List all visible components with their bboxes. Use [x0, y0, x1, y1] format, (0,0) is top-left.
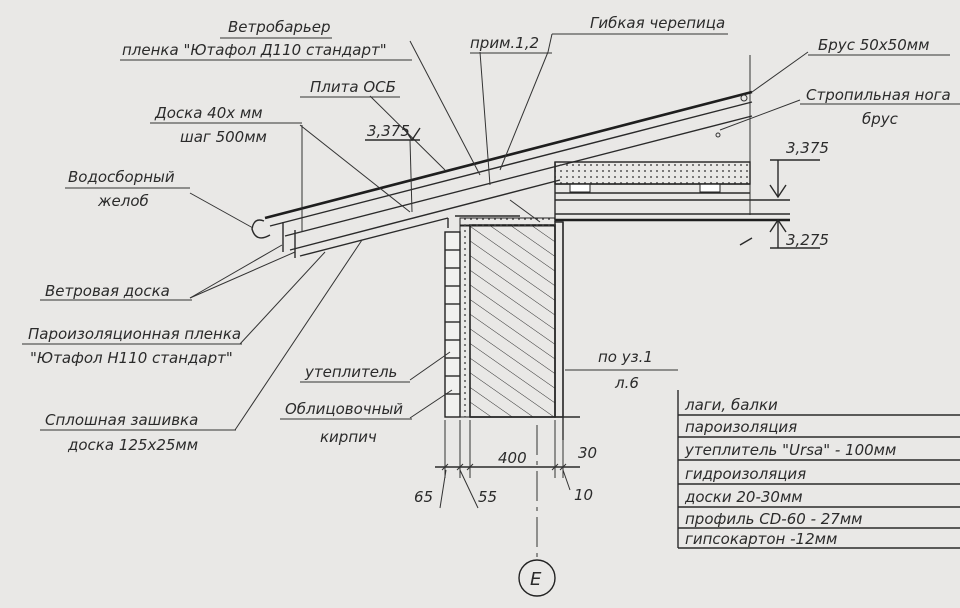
label-sheathing-1: Сплошная зашивка [45, 411, 198, 429]
dimension-30: 30 [578, 444, 597, 462]
ceiling-assembly [554, 161, 790, 246]
floor-layer-2: пароизоляция [685, 418, 797, 436]
label-ref-1: по уз.1 [598, 348, 653, 366]
elevation-markers [365, 127, 820, 249]
elevation-ceiling-top: 3,375 [786, 139, 829, 157]
leader-lines [189, 40, 809, 431]
label-shingles: Гибкая черепица [590, 14, 725, 32]
label-gutter-1: Водосборный [68, 168, 175, 186]
label-ref-2: л.6 [614, 374, 639, 392]
floor-layer-6: профиль CD-60 - 27мм [685, 510, 862, 528]
label-windbarrier-1: Ветробарьер [228, 18, 331, 36]
dimension-10: 10 [574, 486, 593, 504]
label-rafter-1: Стропильная нога [806, 86, 951, 104]
axis-label: Е [530, 569, 542, 590]
floor-layers-table: лаги, балки пароизоляция утеплитель "Urs… [677, 390, 960, 549]
label-board-2: шаг 500мм [180, 128, 267, 146]
label-rafter-2: брус [862, 110, 899, 128]
label-gutter-2: желоб [97, 192, 149, 210]
dimension-400: 400 [498, 449, 527, 467]
dimension-55: 55 [478, 488, 497, 506]
label-beam: Брус 50х50мм [818, 36, 929, 54]
elevation-ceiling-bottom: 3,275 [786, 231, 829, 249]
dimension-65: 65 [414, 488, 433, 506]
label-windbarrier-2: пленка "Ютафол Д110 стандарт" [122, 41, 387, 59]
label-vapor-1: Пароизоляционная пленка [28, 325, 241, 343]
floor-layer-5: доски 20-30мм [684, 488, 803, 506]
label-note: прим.1,2 [470, 34, 539, 52]
floor-layer-3: утеплитель "Ursa" - 100мм [684, 441, 896, 459]
roof-assembly [251, 90, 753, 258]
floor-layer-1: лаги, балки [684, 396, 778, 414]
floor-layer-4: гидроизоляция [685, 465, 806, 483]
label-board-1: Доска 40х мм [154, 104, 263, 122]
label-brick-1: Облицовочный [285, 400, 403, 418]
label-brick-2: кирпич [320, 428, 377, 446]
wall-section [444, 217, 580, 440]
label-wind-board: Ветровая доска [45, 282, 170, 300]
floor-layer-7: гипсокартон -12мм [685, 530, 837, 548]
gutter-shape [251, 219, 271, 239]
label-vapor-2: "Ютафол Н110 стандарт" [30, 349, 233, 367]
label-insulation: утеплитель [304, 363, 397, 381]
elevation-roof: 3,375 [367, 122, 410, 140]
dimension-line [435, 420, 580, 509]
label-osb: Плита ОСБ [310, 78, 396, 96]
axis-marker [518, 559, 556, 597]
label-sheathing-2: доска 125х25мм [67, 436, 198, 454]
